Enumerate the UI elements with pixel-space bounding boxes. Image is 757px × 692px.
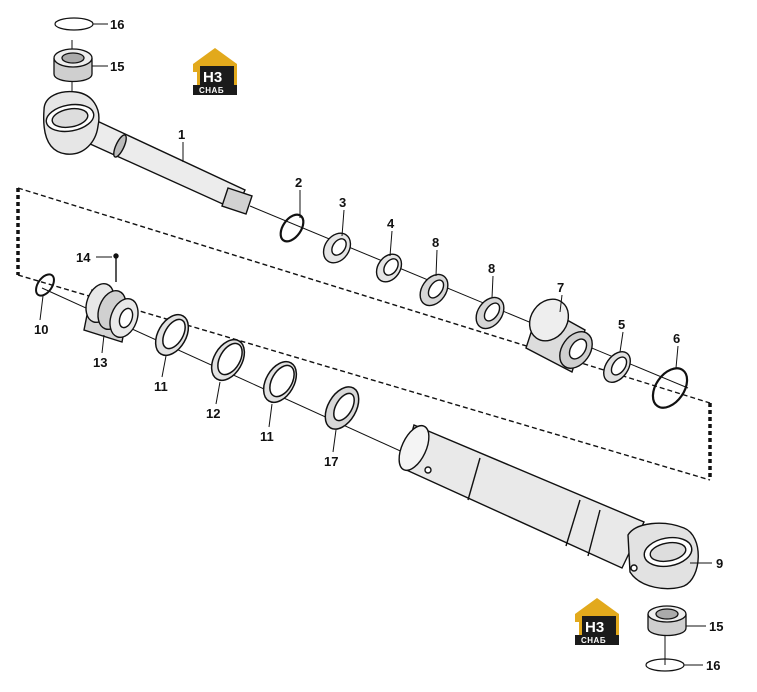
callout-3: 3 xyxy=(339,195,346,210)
seal-17 xyxy=(324,386,360,430)
wear-ring-11a xyxy=(154,313,190,357)
piston-rod xyxy=(43,90,253,215)
callout-11-b: 11 xyxy=(260,429,274,444)
callout-8-a: 8 xyxy=(432,235,439,250)
callout-17: 17 xyxy=(324,454,338,469)
seal-12 xyxy=(210,338,246,382)
piston-13 xyxy=(83,282,139,343)
callout-2: 2 xyxy=(295,175,302,190)
callout-1: 1 xyxy=(178,127,185,142)
callout-8-b: 8 xyxy=(488,261,495,276)
cylinder-head-7 xyxy=(525,298,593,374)
guide-ring-3 xyxy=(322,232,352,264)
callout-9: 9 xyxy=(716,556,723,571)
seal-4 xyxy=(375,253,403,283)
callout-5: 5 xyxy=(618,317,625,332)
seal-8b xyxy=(475,296,505,330)
callout-10: 10 xyxy=(34,322,48,337)
o-ring-6 xyxy=(651,367,689,409)
callout-13: 13 xyxy=(93,355,107,370)
callout-6: 6 xyxy=(673,331,680,346)
brand-logo-bottom: H3 CHAБ xyxy=(575,598,619,645)
seal-8a xyxy=(419,273,449,307)
callout-11-a: 11 xyxy=(154,379,168,394)
logo-mark-bottom: H3 xyxy=(585,619,604,636)
callout-7: 7 xyxy=(557,280,564,295)
logo-mark-top: H3 xyxy=(203,69,222,86)
callout-4: 4 xyxy=(387,216,395,231)
callout-16-top: 16 xyxy=(110,17,124,32)
callout-labels: 16 15 1 2 3 4 8 8 7 5 6 14 10 13 11 12 1… xyxy=(34,17,723,673)
seal-5 xyxy=(603,351,631,383)
pin-14 xyxy=(113,253,119,282)
o-ring-2 xyxy=(279,213,305,243)
bushing-top xyxy=(53,48,93,83)
wear-ring-11b xyxy=(262,360,298,404)
callout-14: 14 xyxy=(76,250,91,265)
callout-16-bottom: 16 xyxy=(706,658,720,673)
callout-15-top: 15 xyxy=(110,59,124,74)
cylinder-barrel xyxy=(398,424,699,590)
logo-sub-top: CHAБ xyxy=(199,86,224,95)
callout-12: 12 xyxy=(206,406,220,421)
snap-ring-10 xyxy=(35,273,55,297)
snap-ring-top xyxy=(54,17,94,31)
callout-15-bottom: 15 xyxy=(709,619,723,634)
logo-sub-bottom: CHAБ xyxy=(581,636,606,645)
leader-lines xyxy=(39,23,712,666)
bushing-bottom xyxy=(647,605,687,637)
brand-logo-top: H3 CHAБ xyxy=(193,48,237,95)
